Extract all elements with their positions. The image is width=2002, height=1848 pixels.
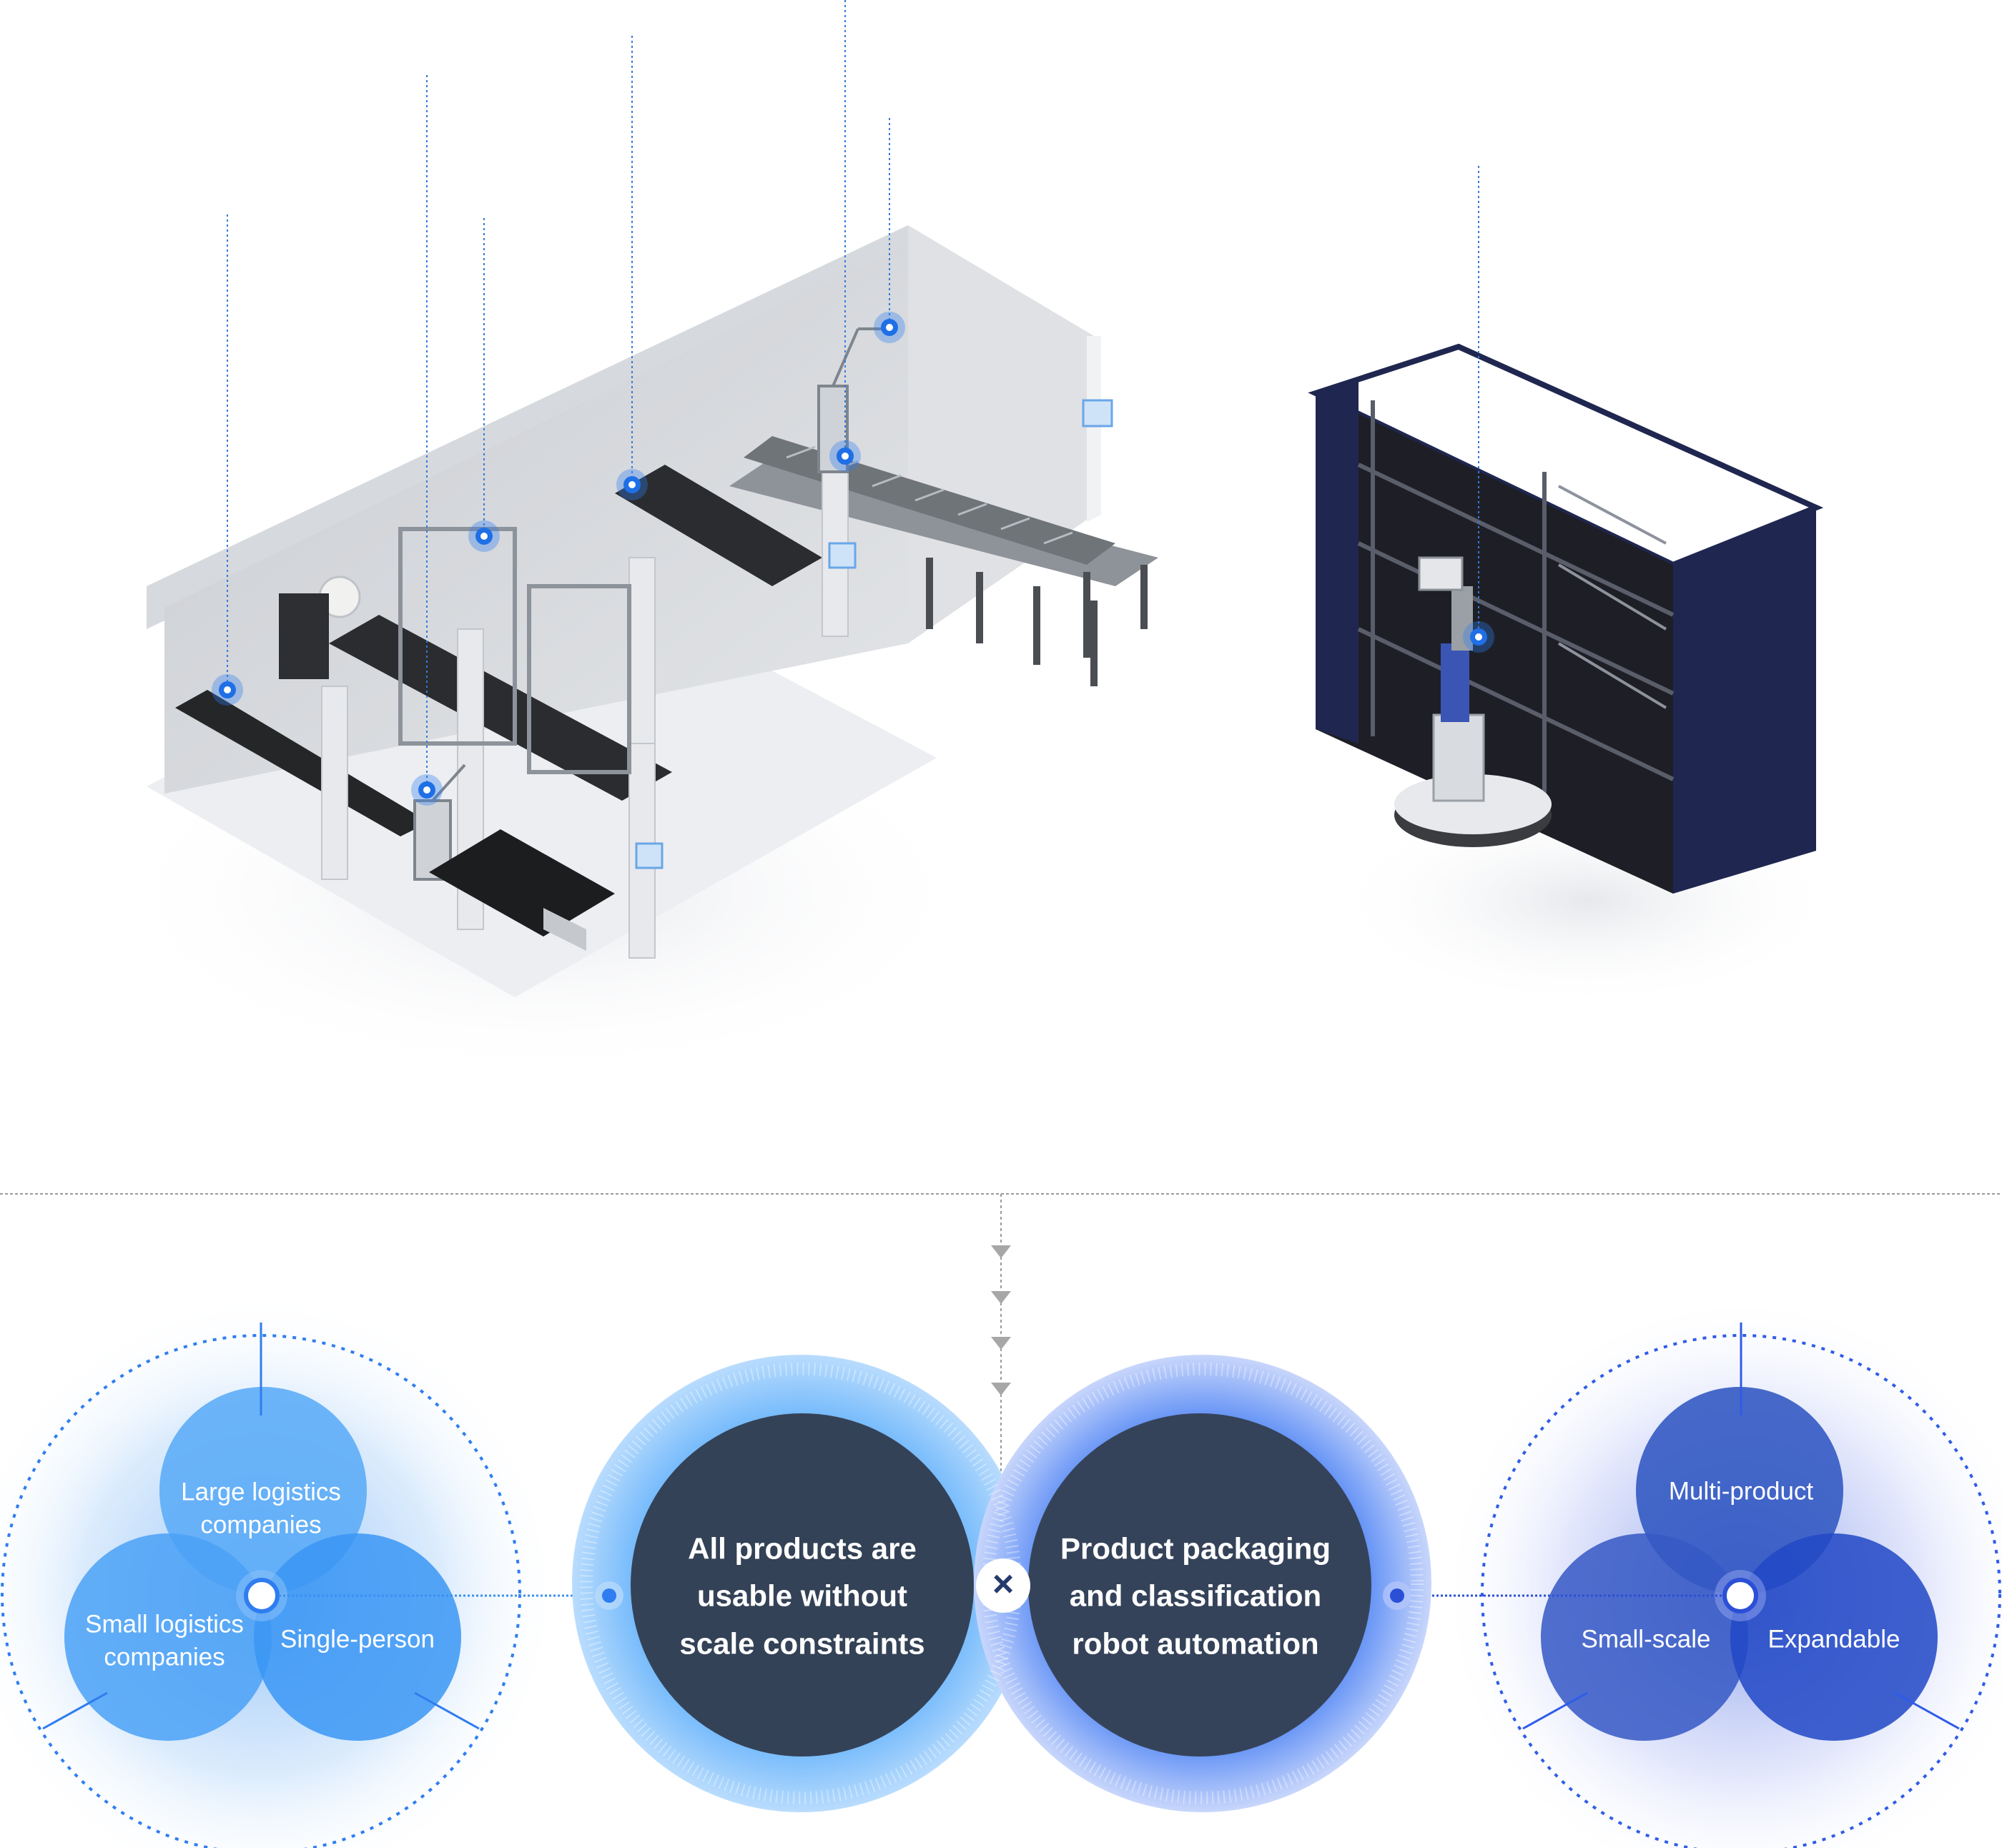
right-venn-cluster <box>1398 1294 2002 1848</box>
multiply-symbol: × <box>992 1563 1015 1606</box>
venn-label-small-scale: Small-scale <box>1581 1625 1711 1654</box>
center-right-label: Product packaging and classification rob… <box>1060 1531 1331 1661</box>
venn-label-single-person: Single-person <box>280 1625 435 1654</box>
callout-markers <box>212 0 1494 806</box>
flow-arrows <box>991 1245 1011 1395</box>
left-venn-cluster <box>0 1294 601 1848</box>
callout-marker <box>829 440 861 472</box>
center-circles <box>572 1355 1431 1812</box>
shelving-robot-illustration <box>1308 343 1845 1008</box>
callout-marker <box>411 774 443 806</box>
center-left-label: All products are usable without scale co… <box>679 1531 925 1661</box>
packaging-cell-illustration <box>100 225 1158 1079</box>
callout-marker <box>616 469 648 500</box>
venn-label-small-logistics: Small logistics companies <box>85 1610 244 1671</box>
venn-label-multi-product: Multi-product <box>1668 1477 1814 1506</box>
callout-marker <box>874 312 905 343</box>
venn-label-expandable: Expandable <box>1767 1625 1900 1654</box>
callout-marker <box>1463 621 1494 653</box>
callout-marker <box>212 674 243 706</box>
venn-label-large-logistics: Large logistics companies <box>181 1478 341 1539</box>
callout-marker <box>468 520 500 552</box>
